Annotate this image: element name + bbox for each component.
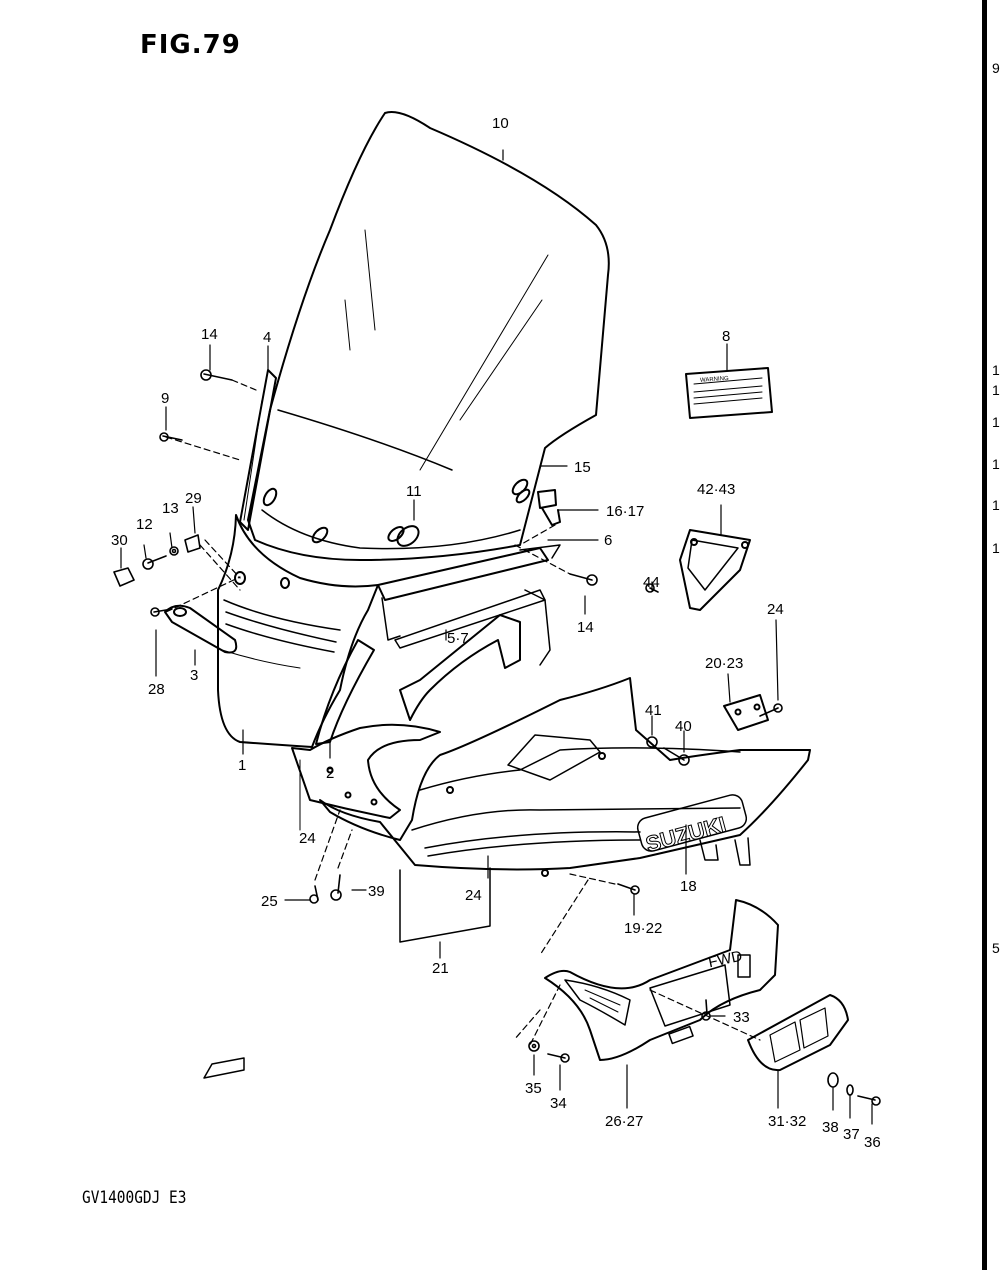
page-edge-border xyxy=(982,0,987,1270)
callout: 25 xyxy=(261,893,278,910)
callout: 44 xyxy=(643,574,660,591)
callout: 31·32 xyxy=(768,1113,806,1130)
upper-fairing xyxy=(217,514,379,748)
callout: 42·43 xyxy=(697,481,735,498)
callout: 18 xyxy=(680,878,697,895)
edge-glyph: 9 xyxy=(992,60,1000,76)
callout: 2 xyxy=(326,765,334,782)
model-code: GV1400GDJ E3 xyxy=(82,1188,187,1208)
forward-arrow xyxy=(203,1057,245,1079)
edge-glyph: 1 xyxy=(992,382,1000,398)
lower-cowl xyxy=(319,677,811,877)
edge-glyph: 1 xyxy=(992,456,1000,472)
callout: 4 xyxy=(263,329,271,346)
inner-side-panel xyxy=(315,639,375,745)
callout: 19·22 xyxy=(624,920,662,937)
callout: 34 xyxy=(550,1095,567,1112)
callout: 24 xyxy=(465,887,482,904)
callout: 16·17 xyxy=(606,503,644,520)
leader-lines xyxy=(120,149,873,1125)
edge-glyph: 5 xyxy=(992,940,1000,956)
side-trim-strip xyxy=(239,369,277,531)
callout: 24 xyxy=(299,830,316,847)
callout: 3 xyxy=(190,667,198,684)
callout: 11 xyxy=(406,483,422,500)
callout-numbers: 10 14 4 9 8 15 11 16·17 6 42·43 13 29 12… xyxy=(111,115,881,1151)
callout: 41 xyxy=(645,702,662,719)
vent-grille xyxy=(747,994,849,1072)
warning-label-text: WARNING xyxy=(700,376,729,384)
callout: 36 xyxy=(864,1134,881,1151)
fairing-emblem xyxy=(164,604,238,654)
mount-clip xyxy=(537,489,561,526)
callout: 39 xyxy=(368,883,385,900)
lower-cover xyxy=(544,899,779,1061)
callout: 12 xyxy=(136,516,153,533)
callout: 20·23 xyxy=(705,655,743,672)
edge-glyph: 1 xyxy=(992,362,1000,378)
callout: 24 xyxy=(767,601,784,618)
callout: 37 xyxy=(843,1126,860,1143)
bracket-plate xyxy=(723,694,769,731)
callout: 30 xyxy=(111,532,128,549)
windscreen xyxy=(247,111,610,561)
callout: 13 xyxy=(162,500,179,517)
fwd-label: FWD xyxy=(707,948,744,972)
callout: 33 xyxy=(733,1009,750,1026)
callout: 40 xyxy=(675,718,692,735)
side-cover xyxy=(679,529,751,611)
callout: 14 xyxy=(201,326,218,343)
screw-hardware xyxy=(113,369,881,1106)
callout: 6 xyxy=(604,532,612,549)
callout: 14 xyxy=(577,619,594,636)
warning-label xyxy=(685,367,773,419)
callout: 15 xyxy=(574,459,591,476)
callout: 29 xyxy=(185,490,202,507)
callout: 10 xyxy=(492,115,509,132)
edge-glyph: 1 xyxy=(992,540,1000,556)
callout: 35 xyxy=(525,1080,542,1097)
callout: 8 xyxy=(722,328,730,345)
lower-inner-panel xyxy=(291,723,441,819)
edge-glyph: 1 xyxy=(992,497,1000,513)
callout: 21 xyxy=(432,960,449,977)
inner-dash-panel xyxy=(377,544,561,721)
callout: 1 xyxy=(238,757,246,774)
callout: 5·7 xyxy=(447,630,469,647)
callout: 26·27 xyxy=(605,1113,643,1130)
mud-flap xyxy=(399,867,491,943)
callout: 9 xyxy=(161,390,169,407)
figure-title: FIG.79 xyxy=(140,30,241,60)
callout: 38 xyxy=(822,1119,839,1136)
edge-glyph: 1 xyxy=(992,414,1000,430)
callout: 28 xyxy=(148,681,165,698)
